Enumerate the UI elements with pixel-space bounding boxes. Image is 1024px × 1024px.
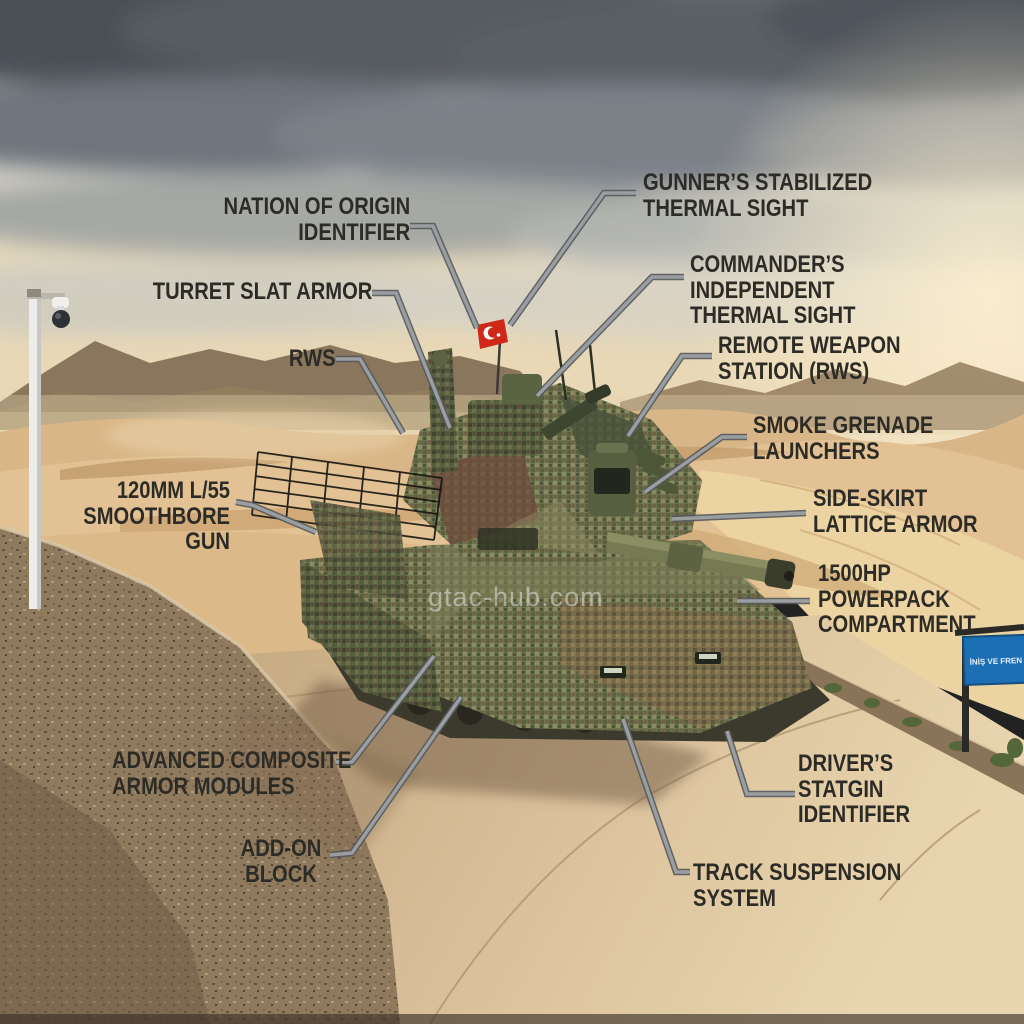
- bottom-shadow-strip: [0, 1014, 1024, 1024]
- leader-smoke-grenade: [643, 435, 747, 494]
- leader-composite-armor: [336, 654, 436, 764]
- leader-smoothbore-gun: [235, 500, 317, 534]
- watermark: gtac-hub.com: [428, 582, 604, 612]
- security-camera-icon: [52, 297, 70, 328]
- leader-commanders-sight: [535, 275, 684, 398]
- commander-sight-unit: [588, 443, 636, 516]
- label-track-suspension: TRACK SUSPENSION SYSTEM: [693, 859, 902, 912]
- leader-gunners-sight: [508, 191, 636, 327]
- glacis-plate: [560, 598, 812, 728]
- sign-text: İNİŞ VE FREN: [970, 656, 1023, 667]
- leader-remote-weapon-station: [626, 354, 712, 437]
- leader-driver-identifier: [725, 730, 795, 796]
- label-nation-of-origin: NATION OF ORIGIN IDENTIFIER: [223, 193, 410, 246]
- leader-track-suspension: [621, 718, 690, 874]
- headlight-right-glass: [699, 654, 717, 659]
- label-driver-identifier: DRIVER’S STATGIN IDENTIFIER: [798, 750, 911, 829]
- turkish-flag-icon: [477, 319, 508, 395]
- label-smoke-grenade: SMOKE GRENADE LAUNCHERS: [753, 412, 934, 465]
- label-add-on-block: ADD-ON BLOCK: [240, 835, 322, 888]
- curb-highlight: [789, 650, 1024, 767]
- label-smoothbore-gun: 120MM L/55 SMOOTHBORE GUN: [83, 477, 230, 556]
- leader-add-on-block: [329, 695, 463, 857]
- headlight-left-glass: [604, 668, 622, 673]
- leader-nation-of-origin: [410, 224, 479, 329]
- side-skirt: [300, 560, 442, 712]
- label-rws: RWS: [289, 345, 336, 372]
- camera-pole: [27, 289, 70, 609]
- label-turret-slat-armor: TURRET SLAT ARMOR: [152, 278, 372, 305]
- rear-stowage: [310, 500, 408, 600]
- label-side-skirt: SIDE-SKIRT LATTICE ARMOR: [813, 485, 978, 538]
- main-gun-barrel: [606, 532, 796, 590]
- gunner-sight-housing: [478, 528, 538, 550]
- leader-rws: [336, 357, 405, 434]
- label-powerpack: 1500HP POWERPACK COMPARTMENT: [818, 560, 976, 639]
- label-remote-weapon-station: REMOTE WEAPON STATION (RWS): [718, 332, 901, 385]
- mast-top: [432, 350, 448, 366]
- tank: [251, 319, 830, 742]
- guardrail: [954, 624, 1024, 752]
- label-gunners-sight: GUNNER’S STABILIZED THERMAL SIGHT: [643, 169, 873, 222]
- label-composite-armor: ADVANCED COMPOSITE ARMOR MODULES: [112, 747, 352, 800]
- leader-lines: [235, 189, 810, 876]
- leader-side-skirt: [671, 511, 807, 521]
- blue-sign: İNİŞ VE FREN: [961, 633, 1024, 687]
- label-commanders-sight: COMMANDER’S INDEPENDENT THERMAL SIGHT: [690, 251, 856, 330]
- leader-turret-slat-armor: [372, 291, 452, 429]
- remote-weapon-station-unit: [468, 374, 612, 456]
- ledge-shading: [0, 760, 210, 1024]
